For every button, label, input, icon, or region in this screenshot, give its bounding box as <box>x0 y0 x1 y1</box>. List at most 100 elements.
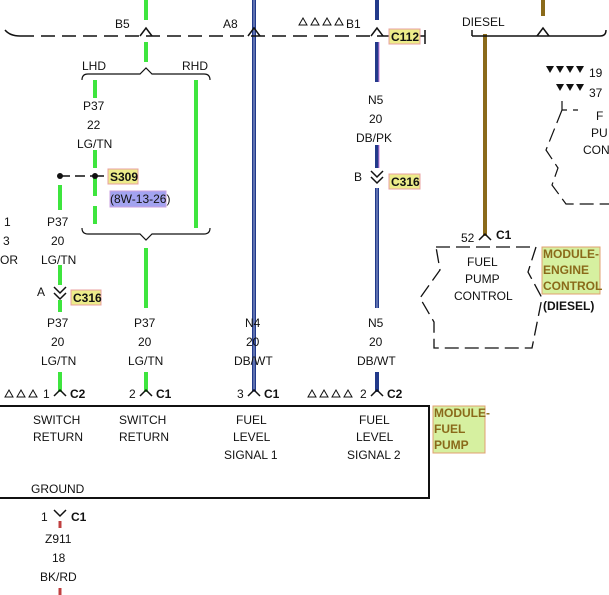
diesel-label: DIESEL <box>462 15 505 29</box>
wire-n5-bot-gauge: 20 <box>369 335 383 349</box>
wires <box>58 0 545 595</box>
connector-a8-label: A8 <box>223 17 238 31</box>
highlight-pump-module <box>432 405 486 454</box>
engine-module-line-3: CONTROL <box>543 279 602 293</box>
fuel-pump-control-box <box>419 246 543 349</box>
triangle-marks-c2-left <box>4 388 38 398</box>
pin-52-label: 52 <box>461 231 475 245</box>
fpc-line-2: PUMP <box>465 272 500 286</box>
connector-c2-left-label: C2 <box>70 387 86 401</box>
splice-s309-label: S309 <box>110 170 138 184</box>
wire-n5-bot-color: DB/WT <box>357 354 396 368</box>
function-fl1-line-3: SIGNAL 1 <box>224 448 278 462</box>
wire-z911-gauge: 18 <box>52 551 66 565</box>
wire-p37-b-code: P37 <box>134 316 156 330</box>
highlight-ref <box>109 190 167 208</box>
connector-c316-top-label: C316 <box>391 175 420 189</box>
wire-n5-top-gauge: 20 <box>369 112 383 126</box>
wire-p37-left-color: LG/TN <box>41 253 76 267</box>
wire-p37-b-color: LG/TN <box>128 354 163 368</box>
lhd-label: LHD <box>82 59 106 73</box>
wire-n4-gauge: 20 <box>246 335 260 349</box>
fuel-pump-module-box <box>0 405 430 499</box>
connector-c2-right-label: C2 <box>387 387 403 401</box>
wire-n5 <box>375 0 380 392</box>
function-sw2-line-2: RETURN <box>119 430 169 444</box>
connector-c1-ground-label: C1 <box>71 510 87 524</box>
function-fl2-line-2: LEVEL <box>356 430 394 444</box>
function-fl1-line-2: LEVEL <box>233 430 271 444</box>
wire-p37-left-gauge: 20 <box>51 234 65 248</box>
edge-right-text-3: CON <box>583 143 609 157</box>
wire-p37-upper-color: LG/TN <box>77 137 112 151</box>
wire-p37-a-color: LG/TN <box>41 354 76 368</box>
reference-link[interactable]: (8W-13-26) <box>110 192 170 206</box>
wire-n4-color: DB/WT <box>234 354 273 368</box>
wire-z911-color: BK/RD <box>40 570 77 584</box>
highlight-c316-top <box>388 173 421 190</box>
pump-module-line-3: PUMP <box>434 438 469 452</box>
connector-c316-left-symbol <box>53 286 67 301</box>
highlight-engine-module <box>541 246 601 295</box>
function-fl2-line-1: FUEL <box>359 413 390 427</box>
edge-left-3: OR <box>0 253 18 267</box>
lhd-rhd-bracket <box>81 67 211 81</box>
highlight-c112 <box>388 28 421 45</box>
wire-p37-b-gauge: 20 <box>138 335 152 349</box>
edge-right-pin-19: 19 <box>589 66 603 80</box>
wire-n4-code: N4 <box>245 316 261 330</box>
pump-module-line-1: MODULE- <box>434 406 490 420</box>
connector-b1-label: B1 <box>346 17 361 31</box>
engine-module-line-1: MODULE- <box>543 247 599 261</box>
connector-c1-ground-symbol <box>53 509 67 518</box>
connector-c1-diesel-label: C1 <box>496 228 512 242</box>
connector-c316-left-label: C316 <box>73 291 102 305</box>
connector-c1-mid-label: C1 <box>156 387 172 401</box>
wire-n5-top-color: DB/PK <box>356 131 392 145</box>
pin-2-c1-label: 2 <box>129 387 136 401</box>
connector-c1-mid-symbol <box>139 388 153 397</box>
fpc-line-1: FUEL <box>467 255 498 269</box>
rhd-label: RHD <box>182 59 208 73</box>
engine-module-line-4: (DIESEL) <box>543 299 594 313</box>
function-sw1-line-2: RETURN <box>33 430 83 444</box>
wire-n5-top-code: N5 <box>368 93 384 107</box>
triangle-marks-c2-right <box>307 388 353 398</box>
triangle-marks-19 <box>546 66 584 91</box>
splice-s309 <box>57 173 104 179</box>
wire-p37-upper-code: P37 <box>83 99 105 113</box>
function-sw1-line-1: SWITCH <box>33 413 80 427</box>
edge-right-text-1: F <box>596 109 603 123</box>
engine-module-line-2: ENGINE <box>543 263 589 277</box>
edge-right-pin-37: 37 <box>589 86 603 100</box>
connector-c2-right-symbol <box>370 388 384 397</box>
wire-n5-bot-code: N5 <box>368 316 384 330</box>
connector-b-label: B <box>354 170 362 184</box>
wire-p37-a-code: P37 <box>47 316 69 330</box>
wire-p37-upper-gauge: 22 <box>87 118 101 132</box>
connector-c1-n4-symbol <box>247 388 261 397</box>
pin-3-c1-label: 3 <box>237 387 244 401</box>
wire-z911-code: Z911 <box>45 532 72 546</box>
connector-c1-n4-label: C1 <box>264 387 280 401</box>
pin-1-ground-label: 1 <box>41 510 48 524</box>
connector-c112-label: C112 <box>391 30 419 44</box>
pin-2-c2-label: 2 <box>360 387 367 401</box>
edge-left-2: 3 <box>3 234 10 248</box>
function-ground: GROUND <box>31 482 85 496</box>
lower-bracket <box>81 227 211 241</box>
top-connector-line <box>4 26 607 44</box>
triangle-marks-b1 <box>298 16 344 26</box>
connector-c316-top-symbol <box>370 170 384 185</box>
connector-c1-diesel-symbol <box>478 232 492 241</box>
edge-right-text-2: PU <box>591 126 608 140</box>
fpc-line-3: CONTROL <box>454 289 513 303</box>
connector-c2-left-symbol <box>53 388 67 397</box>
edge-right-module-box <box>545 101 609 205</box>
wire-p37-a-gauge: 20 <box>51 335 65 349</box>
pump-module-line-2: FUEL <box>434 422 465 436</box>
function-fl2-line-3: SIGNAL 2 <box>347 448 401 462</box>
function-fl1-line-1: FUEL <box>236 413 267 427</box>
connector-b5-label: B5 <box>115 17 130 31</box>
